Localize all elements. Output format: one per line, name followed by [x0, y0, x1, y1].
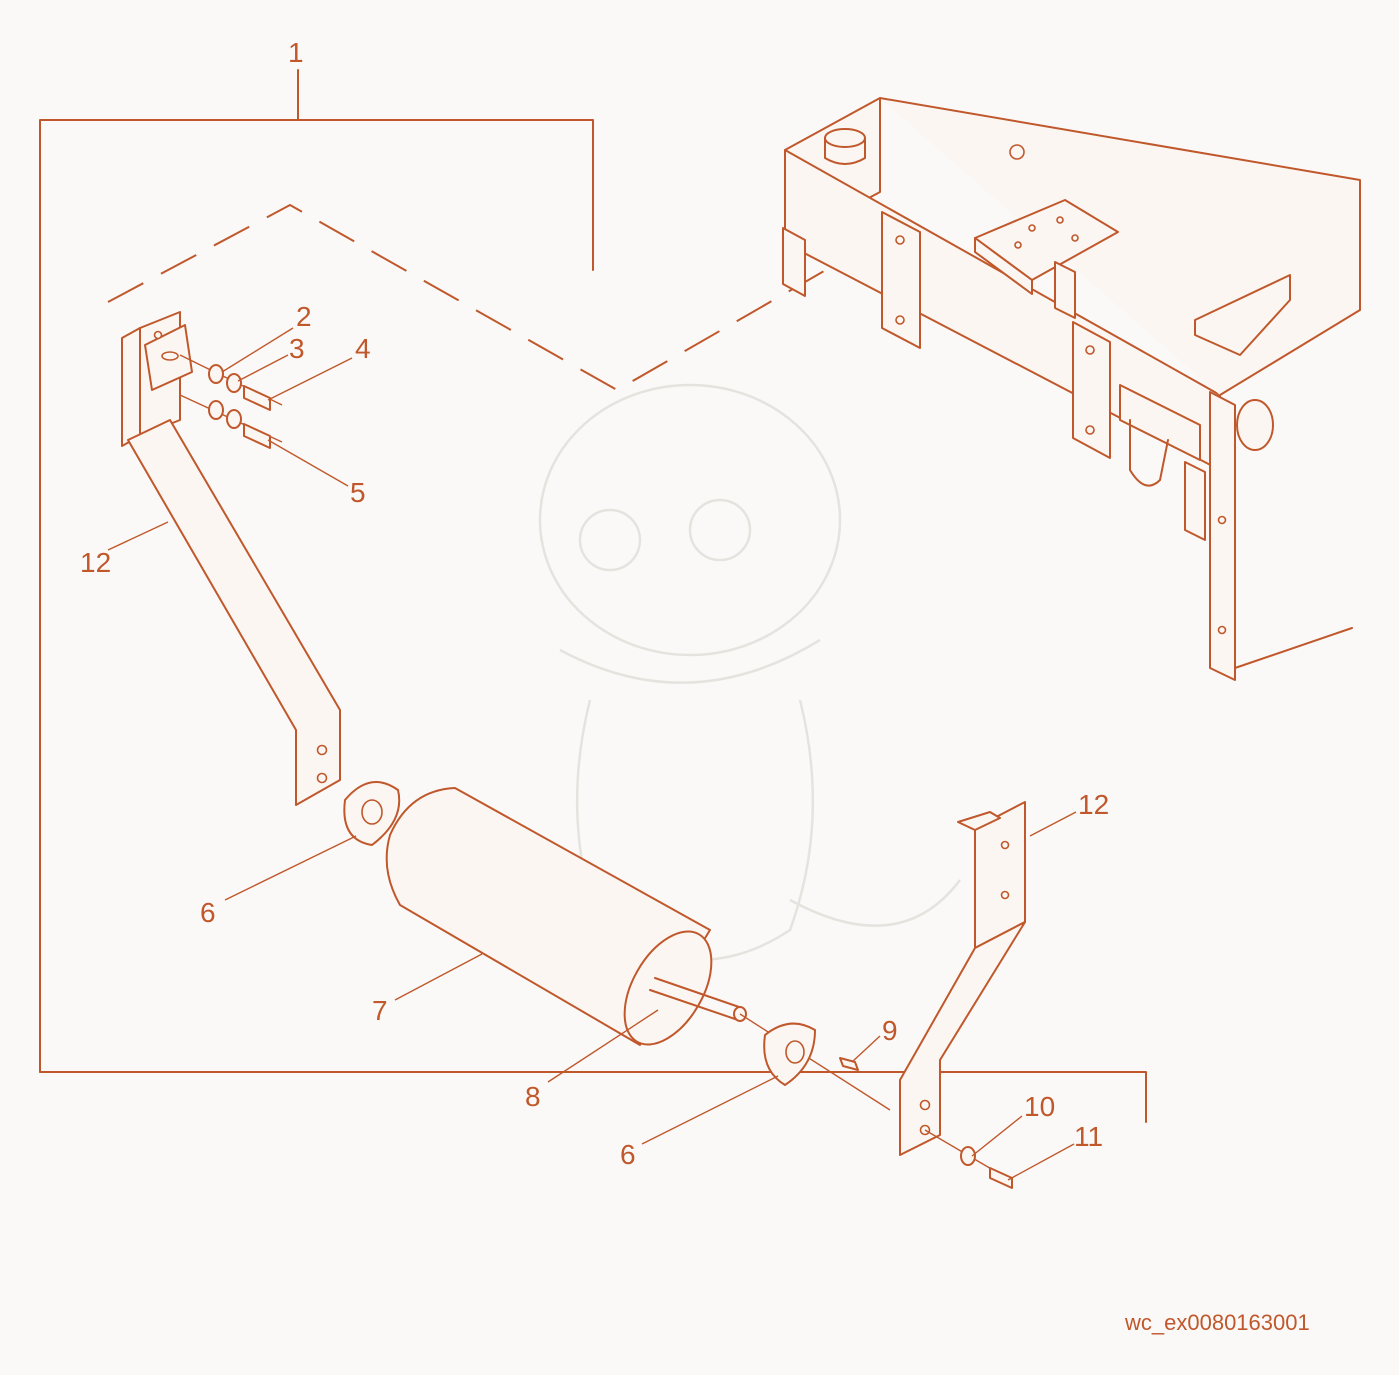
machine-frame [782, 97, 1361, 681]
assembly-bracket-outline [39, 69, 1147, 1123]
callout-7: 7 [372, 995, 388, 1026]
callout-3: 3 [289, 333, 305, 364]
callout-12-right: 12 [1078, 789, 1109, 820]
left-mounting-hardware [179, 354, 283, 449]
callout-8: 8 [525, 1081, 541, 1112]
mounting-dashed-outline [107, 203, 853, 392]
callout-6-left: 6 [200, 897, 216, 928]
right-mount-bracket [899, 801, 1026, 1156]
right-mounting-hardware [924, 1129, 1013, 1189]
right-bearing-flange [763, 1022, 859, 1086]
callout-11: 11 [1074, 1121, 1103, 1152]
left-mount-bracket [121, 311, 341, 806]
callout-9: 9 [882, 1015, 898, 1046]
callout-1: 1 [288, 37, 304, 68]
callout-labels: 1 2 3 4 5 6 6 7 8 9 10 11 12 12 [80, 37, 1109, 1170]
left-bearing-flange [343, 781, 401, 846]
callout-12-left: 12 [80, 547, 111, 578]
callout-10: 10 [1024, 1091, 1055, 1122]
roller-shaft [649, 977, 891, 1111]
callout-6-right: 6 [620, 1139, 636, 1170]
callout-2: 2 [296, 301, 312, 332]
reference-code: wc_ex0080163001 [1124, 1310, 1310, 1335]
roller-drum [385, 787, 713, 1046]
leader-lines [107, 327, 1077, 1181]
callout-5: 5 [350, 477, 366, 508]
callout-4: 4 [355, 333, 371, 364]
